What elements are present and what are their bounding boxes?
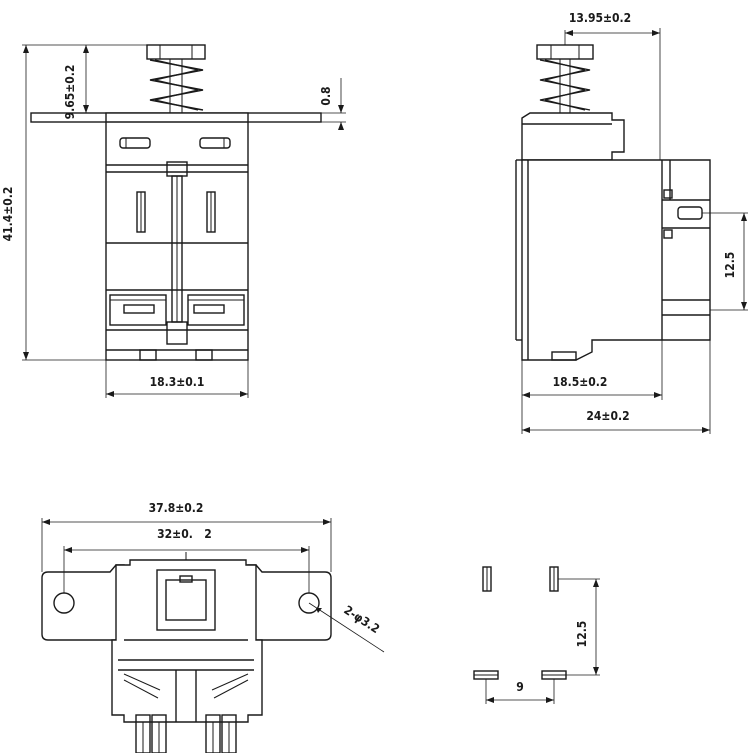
side-view: 13.95±0.2 12.5 18.5±0.2 24±0.2 — [515, 11, 748, 434]
pin-layout: 12.5 9 — [473, 566, 600, 704]
dim-hole-diameter: 2-φ3.2 — [341, 603, 382, 636]
bottom-pins — [135, 714, 237, 753]
bottom-body — [111, 559, 263, 723]
slot-left — [119, 137, 151, 149]
dim-hole-pitch-suffix: 2 — [204, 527, 212, 541]
flange-left — [41, 564, 125, 641]
dim-flange-length: 37.8±0.2 — [149, 501, 204, 515]
side-body — [521, 159, 711, 361]
dim-overall-depth: 24±0.2 — [586, 409, 629, 423]
spring — [149, 59, 204, 113]
dim-plunger-offset: 13.95±0.2 — [569, 11, 631, 25]
side-spring — [539, 59, 591, 113]
slot-right — [199, 137, 231, 149]
dim-height-total: 41.4±0.2 — [1, 187, 15, 242]
front-view: 41.4±0.2 9.65±0.2 0.8 18.3±0.1 — [1, 44, 346, 398]
dim-hole-pitch: 32±0. — [157, 527, 193, 541]
pin-dim-horizontal: 9 — [516, 680, 524, 694]
flange-right — [247, 564, 332, 641]
bottom-view: 37.8±0.2 32±0. 2 2-φ3.2 — [41, 501, 385, 753]
side-spring-cap — [536, 44, 594, 60]
dim-height-spring: 9.65±0.2 — [63, 65, 77, 120]
spring-cap — [146, 44, 206, 60]
pin-dim-vertical: 12.5 — [575, 621, 589, 648]
dim-body-depth: 18.5±0.2 — [553, 375, 608, 389]
dim-terminal-spacing: 12.5 — [723, 252, 737, 279]
dim-flange-thickness: 0.8 — [319, 86, 333, 105]
dim-width: 18.3±0.1 — [150, 375, 205, 389]
